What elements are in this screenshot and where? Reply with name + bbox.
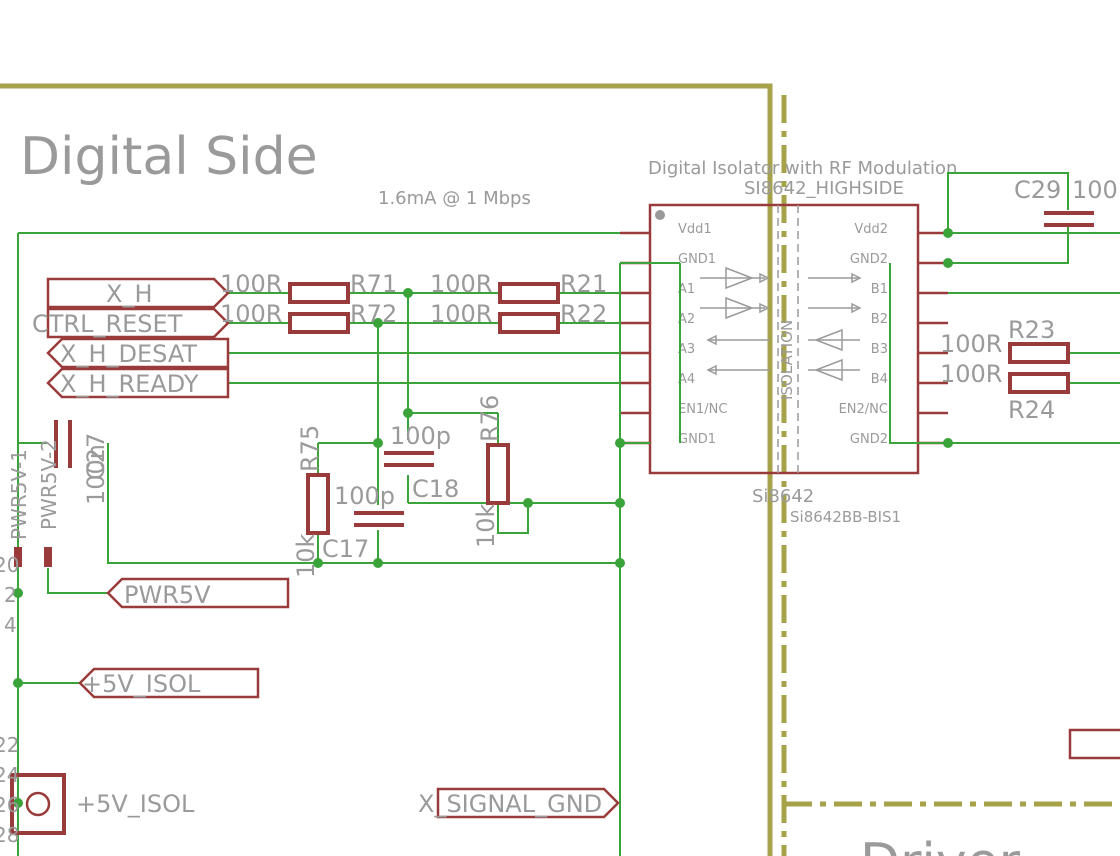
r75-value: 10k [292,533,320,578]
connector-label-plus5v-isol: +5V_ISOL [76,790,195,818]
resistor-r75[interactable] [306,473,330,535]
capacitor-c29[interactable] [1044,211,1094,227]
net-label-ctrl-reset-text: CTRL_RESET [32,310,183,338]
partial-net-label-right[interactable] [1068,728,1120,760]
pwr5v-2-name: PWR5V-2 [37,439,61,530]
net-label-plus5v-isol[interactable]: +5V_ISOL [78,667,260,699]
net-label-x-h-desat[interactable]: X_H_DESAT [46,337,230,369]
c29-value: 100 [1072,176,1118,204]
c29-name: C29 [1014,176,1061,204]
edge-fragment-28: 28 [0,823,19,847]
capacitor-c18[interactable] [384,451,434,467]
pin-gnd2-bottom: GND2 [850,432,888,447]
edge-fragment-22: 22 [0,733,19,757]
r22-value: 100R [430,300,492,328]
r24-name: R24 [1008,396,1055,424]
net-label-x-h-text: X_H [106,280,153,308]
r72-value: 100R [220,300,282,328]
c27-name: C27 [82,433,110,480]
net-label-plus5v-isol-text: +5V_ISOL [82,670,201,698]
r21-value: 100R [430,270,492,298]
isolator-internal-buffers [700,266,862,382]
r76-value: 10k [472,503,500,548]
pin-a4: A4 [678,372,695,387]
pin-en2: EN2/NC [839,402,888,417]
pin-b1: B1 [871,282,888,297]
r72-name: R72 [350,300,397,328]
r76-name: R76 [476,395,504,442]
r21-name: R21 [560,270,607,298]
current-note: 1.6mA @ 1 Mbps [378,188,531,209]
pin-b3: B3 [871,342,888,357]
pin-a3: A3 [678,342,695,357]
digital-side-frame [0,83,773,856]
r23-value: 100R [940,330,1002,358]
section-title: Digital Side [20,127,318,187]
resistor-r23[interactable] [1008,342,1070,364]
r24-value: 100R [940,360,1002,388]
r75-name: R75 [296,425,324,472]
resistor-r71[interactable] [288,282,350,304]
pin-vdd2: Vdd2 [854,222,888,237]
capacitor-c17[interactable] [354,511,404,527]
isolator-description: Digital Isolator with RF Modulation [648,158,957,179]
net-label-pwr5v[interactable]: PWR5V [106,577,290,609]
jumper-pad-2[interactable] [44,547,52,567]
capacitor-c27[interactable] [54,420,72,468]
isolator-value-right: Si8642BB-BIS1 [790,508,901,526]
pin-vdd1: Vdd1 [678,222,712,237]
pin-gnd1-bottom: GND1 [678,432,716,447]
pin-gnd1-top: GND1 [678,252,716,267]
c18-value: 100p [390,422,451,450]
isolator-value-left: Si8642 [752,486,814,507]
isolation-label: ISOLATION [778,320,796,400]
resistor-r22[interactable] [498,312,560,334]
pwr5v-1-name: PWR5V-1 [7,449,31,540]
c17-value: 100p [334,482,395,510]
net-label-pwr5v-text: PWR5V [124,581,211,609]
c18-name: C18 [412,475,459,503]
junction-dots [13,228,953,808]
resistor-r76[interactable] [486,443,510,505]
pin-gnd2-top: GND2 [850,252,888,267]
r22-name: R22 [560,300,607,328]
edge-fragment-4: 4 [4,613,17,637]
resistor-r21[interactable] [498,282,560,304]
c17-name: C17 [322,535,369,563]
wires [17,172,1120,856]
c27-value: 100n [82,444,110,505]
r23-name: R23 [1008,316,1055,344]
resistor-r72[interactable] [288,312,350,334]
pin-a1: A1 [678,282,695,297]
pin-b4: B4 [871,372,888,387]
pin-en1: EN1/NC [678,402,727,417]
pin1-marker-icon [655,210,665,220]
pin-a2: A2 [678,312,695,327]
net-label-x-h[interactable]: X_H [46,277,230,309]
net-label-x-h-ready[interactable]: X_H_READY [46,367,230,399]
isolator-name: SI8642_HIGHSIDE [744,178,904,199]
net-label-x-h-ready-text: X_H_READY [60,370,199,398]
r71-name: R71 [350,270,397,298]
resistor-r24[interactable] [1008,372,1070,394]
isolator-body[interactable] [648,203,920,475]
jumper-pad-1[interactable] [14,547,22,567]
r71-value: 100R [220,270,282,298]
isolator-left-pins [620,231,650,445]
net-label-x-h-desat-text: X_H_DESAT [60,340,197,368]
pin-b2: B2 [871,312,888,327]
edge-fragment-2: 2 [4,583,17,607]
edge-fragment-20: 20 [0,553,19,577]
edge-fragment-26: 26 [0,793,19,817]
net-label-ctrl-reset[interactable]: CTRL_RESET [32,307,230,339]
net-label-x-signal-gnd-text: X_SIGNAL_GND [418,790,602,818]
edge-fragment-24: 24 [0,763,19,787]
driver-side-title-fragment: Driver [860,833,1021,856]
power-connector-pad[interactable] [10,773,66,835]
net-label-x-signal-gnd[interactable]: X_SIGNAL_GND [418,787,620,819]
